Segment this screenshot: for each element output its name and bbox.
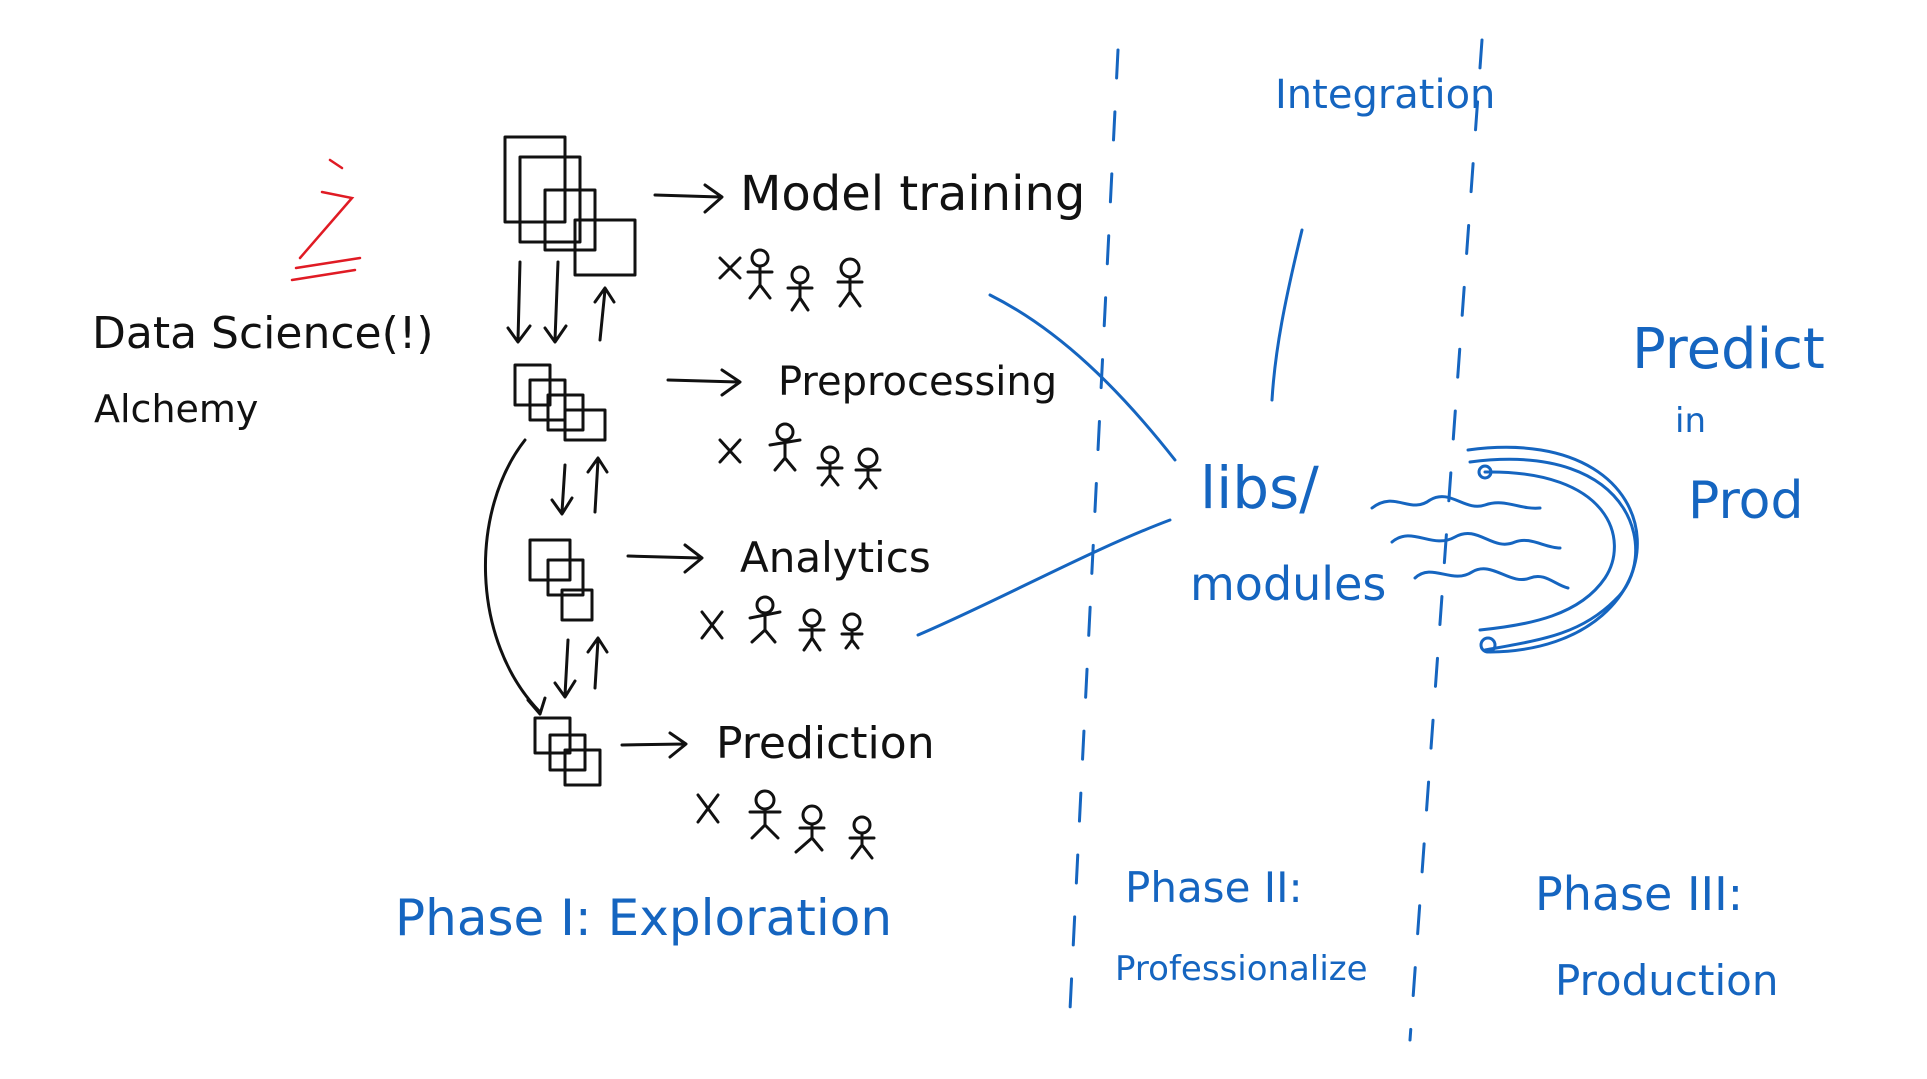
step-label-preprocessing: Preprocessing [778,359,1057,405]
step-label-analytics: Analytics [740,533,931,582]
connector-analytics [916,518,1172,637]
people-icons-analytics [700,595,864,652]
people-icons-preprocessing [718,422,882,490]
docs-stack-icon-preprocessing [513,363,607,442]
predict-in-label: in [1675,401,1706,441]
phase3-label: Phase III: [1535,867,1743,921]
left-note-title: Data Science(!) [92,308,434,359]
integration-label: Integration [1275,72,1495,118]
phase1-label: Phase I: Exploration [395,889,892,947]
left-note-subtitle: Alchemy [94,387,258,431]
connector-model-training [988,293,1177,462]
label-arrows [620,183,742,759]
docs-stack-icon-prediction [533,716,602,787]
docs-stack-icon-model-training [503,135,637,277]
production-loop-icon [1466,445,1639,654]
phase2-label: Phase II: [1125,863,1303,912]
people-icons-prediction [696,789,876,860]
docs-stack-icon-analytics [528,538,594,622]
phase2-sublabel: Professionalize [1115,949,1368,989]
modules-label: modules [1190,557,1386,611]
libs-label: libs/ [1200,454,1319,522]
predict-prod-label: Prod [1688,471,1804,531]
predict-label: Predict [1632,317,1825,382]
integration-connector [1270,228,1304,402]
red-lightning-icon [290,158,362,282]
step-label-prediction: Prediction [716,718,935,769]
wave-lines [1370,495,1570,590]
step-label-model-training: Model training [740,166,1085,222]
phase3-sublabel: Production [1555,956,1778,1005]
stage-arrows [484,260,616,716]
people-icons-model-training [718,248,864,312]
